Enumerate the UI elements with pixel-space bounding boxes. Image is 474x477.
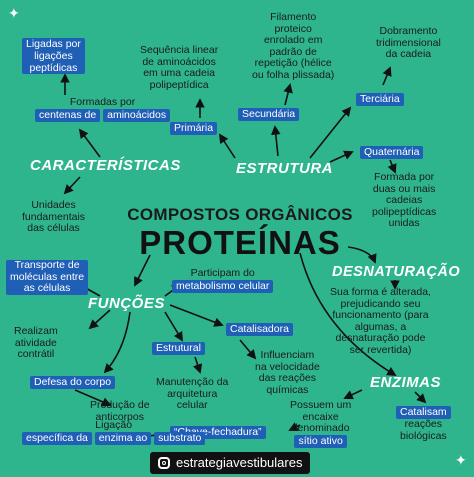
primaria-description: Sequência linear de aminoácidos em uma c… [140,44,219,91]
title-proteinas: PROTEÍNAS [139,224,341,261]
instagram-icon [158,457,170,469]
unidades-fundamentais: Unidades fundamentais das células [22,199,86,234]
producao-anticorpos: Produção de anticorpos [90,399,150,423]
heading-estrutura: ESTRUTURA [236,160,333,177]
arrow-estrutura-quaternaria [329,150,354,163]
arrow-title-enzimas [299,252,397,376]
sparkle-icon: ✦ [8,5,20,21]
heading-caracteristicas: CARACTERÍSTICAS [30,157,181,174]
transporte-moleculas: Transporte de moléculas entre as células [6,259,89,295]
arrow-catalisadora-influenciam [239,339,257,360]
heading-funcoes: FUNÇÕES [88,295,165,312]
arrow-defesa-anticorpos [74,389,112,407]
arrow-estrutura-secundaria [271,125,281,157]
label-secundaria: Secundária [238,108,300,121]
arrow-funcoes-defesa [103,311,131,374]
arrow-terciaria-desc [382,66,392,86]
influenciam-velocidade: Influenciam na velocidade das reações qu… [255,349,320,396]
arrow-enzimas-encaixe [343,389,363,400]
atividade-contratil: Realizam atividade contrátil [14,325,58,360]
arrow-encaixe-chave [288,422,301,431]
arrow-secundaria-desc [283,83,293,106]
arrow-title-desnaturacao [347,246,377,264]
arrow-caract-formadas [78,128,101,158]
ligacao-substrato: Ligação específica da enzima ao substrat… [22,419,206,445]
label-quaternaria: Quaternária [360,146,424,159]
arrow-estrutural-manutencao [193,356,203,374]
arrow-caract-unidades [63,176,81,195]
desnaturacao-description: Sua forma é alterada, prejudicando seu f… [330,286,431,356]
label-estrutural: Estrutural [152,342,205,355]
arrow-funcoes-estrutural [164,311,183,342]
title-compostos-organicos: COMPOSTOS ORGÂNICOS [127,205,353,224]
encaixe-sitio-ativo: Possuem um encaixe denominado sítio ativ… [290,399,352,448]
manutencao-arquitetura: Manutenção da arquitetura celular [156,376,229,411]
quaternaria-description: Formada por duas ou mais cadeias polipep… [372,171,437,229]
arrow-funcoes-contratil [88,309,111,330]
arrow-estrutura-primaria [218,133,236,159]
heading-desnaturacao: DESNATURAÇÃO [332,264,461,280]
arrow-quaternaria-desc [387,159,397,174]
heading-enzimas: ENZIMAS [370,374,441,391]
metabolismo-celular: Participam do metabolismo celular [172,267,274,293]
label-defesa-corpo: Defesa do corpo [30,376,116,389]
footer-handle[interactable]: estrategiavestibulares [150,452,311,474]
label-terciaria: Terciária [356,93,404,106]
formadas-aminoacidos: Formadas por centenas de aminoácidos [35,96,171,122]
arrow-enzimas-catalisam [414,391,427,404]
arrow-title-funcoes [134,254,151,287]
arrow-funcoes-catalisadora [169,304,224,327]
arrow-estrutura-terciaria [309,106,352,159]
secundaria-description: Filamento proteico enrolado em padrão de… [252,11,335,81]
sparkle-icon: ✦ [455,452,467,468]
label-catalisadora: Catalisadora [226,323,293,336]
catalisam-reacoes: Catalisam reações biológicas [396,406,451,442]
label-primaria: Primária [170,122,218,135]
terciaria-description: Dobramento tridimensional da cadeia [376,25,441,60]
ligadas-peptidicas: Ligadas por ligações peptídicas [22,38,85,74]
